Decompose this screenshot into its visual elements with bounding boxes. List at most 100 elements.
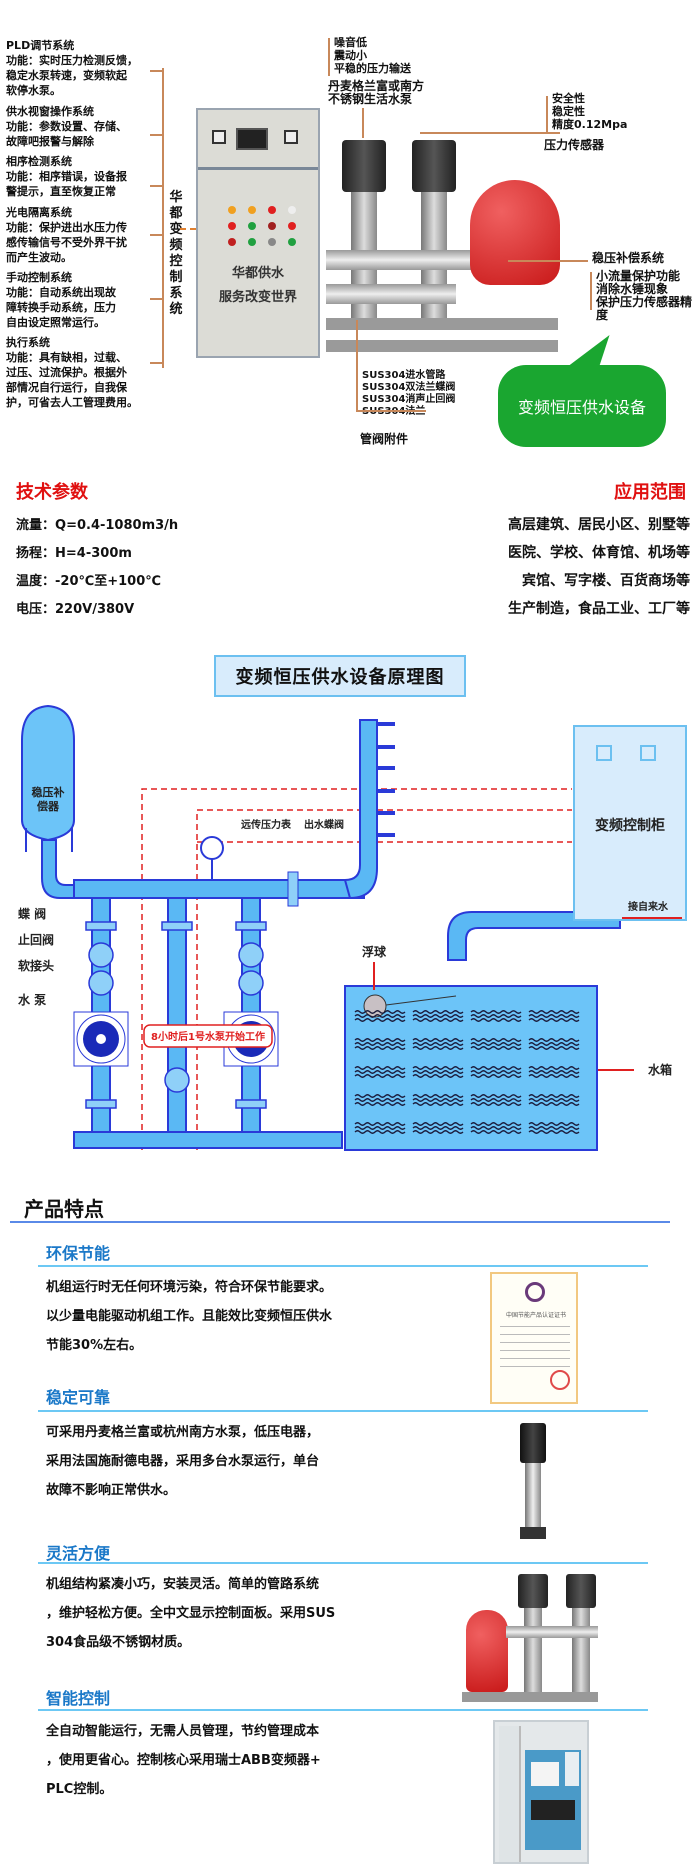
param-head: 扬程：H=4-300m [16,546,132,561]
wave-mark [470,1102,522,1106]
butterfly-valve-icon [235,1099,267,1109]
pump-motor [412,140,456,192]
certificate-image: 中国节能产品认证证书 [490,1272,578,1404]
vertical-pump-image [516,1423,550,1539]
pump-motor [566,1574,596,1608]
cert-row [500,1342,570,1343]
wave-mark [412,1094,464,1098]
wave-mark [354,1046,406,1050]
tank-features: 小流量保护功能 消除水锤现象 保护压力传感器精度 [596,269,693,322]
manifold-pipe [326,284,456,304]
base-frame [326,340,558,352]
indicator-light [228,206,236,214]
butterfly-valve-icon [235,921,267,931]
feature-divider [38,1410,648,1412]
cert-title: 中国节能产品认证证书 [505,1312,566,1319]
cabinet-door [499,1726,521,1862]
wave-mark [470,1074,522,1078]
pump-shaft [572,1608,590,1692]
system-feature-6: 执行系统 功能：具有缺相，过载、 过压、过流保护。根据外 部情况自行运行，自我保… [6,336,138,409]
cert-row [500,1326,570,1327]
wave-mark [470,1066,522,1070]
bracket-tick [150,185,164,187]
wave-mark [412,1070,464,1074]
soft-joint-label: 软接头 [18,958,54,973]
wave-mark [470,1098,522,1102]
butterfly-valve-icon [85,921,117,931]
base-frame [326,318,558,330]
wave-mark [354,1122,406,1126]
cabinet-slogan-2: 服务改变世界 [218,290,297,305]
pump-base [520,1527,546,1539]
pressure-tank [466,1610,508,1692]
wave-mark [528,1126,580,1130]
wave-mark [354,1098,406,1102]
stabilizer-label: 偿器 [37,799,60,813]
cert-row [500,1358,570,1359]
cabinet-window-icon [640,745,656,761]
cert-row [500,1350,570,1351]
indicator-light [248,206,256,214]
pump-motor [342,140,386,192]
cert-stamp-icon [550,1370,570,1390]
faucet-icon [377,766,395,770]
cert-row [500,1334,570,1335]
wave-mark [528,1098,580,1102]
valve-caption: 管阀附件 [360,432,409,446]
annotation-bracket [546,96,548,134]
riser-pipe [343,719,378,900]
outlet-valve-icon [287,871,299,907]
float-arm [385,995,457,1006]
faucets [377,722,395,837]
cert-logo-icon [525,1282,545,1302]
float-ball-label: 浮球 [362,944,387,959]
annotation-line [356,320,358,410]
wave-mark [354,1074,406,1078]
sensor-features: 安全性 稳定性 精度0.12Mpa [552,92,628,131]
application-line: 高层建筑、居民小区、别墅等 [508,517,690,533]
wave-mark [354,1094,406,1098]
butterfly-valve-label: 蝶 阀 [18,906,46,921]
tap-water-label: 接自来水 [628,900,669,913]
wave-mark [412,1066,464,1070]
meter-icon [284,130,298,144]
application-line: 生产制造，食品工业、工厂等 [508,601,690,617]
schematic-diagram: 稳压补 偿器 [18,704,687,1151]
wave-mark [528,1038,580,1042]
wave-mark [412,1074,464,1078]
inlet-pipe [447,911,621,961]
wave-mark [528,1122,580,1126]
soft-joint-icon [164,1067,190,1093]
wave-mark [528,1014,580,1018]
wave-mark [412,1018,464,1022]
feature-title-flexible: 灵活方便 [46,1544,111,1563]
indicator-light [268,238,276,246]
system-feature-1: PLD调节系统 功能：实时压力检测反馈， 稳定水泵转速，变频软起 软停水泵。 [6,39,138,97]
vfd-icon [565,1752,579,1786]
param-flow: 流量：Q=0.4-1080m3/h [16,518,179,533]
diagram-title: 变频恒压供水设备原理图 [214,655,466,697]
indicator-light [228,238,236,246]
wave-mark [470,1014,522,1018]
feature-desc-smart: 全自动智能运行，无需人员管理，节约管理成本 ，使用更省心。控制核心采用瑞士ABB… [46,1724,321,1797]
pump-note-callout [143,1024,273,1048]
sensor-caption: 压力传感器 [544,138,605,152]
feature-title-reliable: 稳定可靠 [46,1388,111,1407]
wave-mark [354,1130,406,1134]
wave-mark [354,1010,406,1014]
feature-title-eco: 环保节能 [46,1244,111,1263]
suction-header-pipe [73,1131,343,1149]
pump-label: 水 泵 [18,992,46,1007]
system-feature-3: 相序检测系统 功能：相序错误，设备报 警提示，直至恢复正常 [6,155,127,198]
bracket-tick [150,362,164,364]
wave-mark [412,1042,464,1046]
wave-mark [528,1102,580,1106]
wave-mark [528,1042,580,1046]
wave-mark [528,1130,580,1134]
wave-mark [528,1018,580,1022]
wave-mark [412,1102,464,1106]
tank-caption: 稳压补偿系统 [592,251,665,265]
wave-mark [354,1126,406,1130]
wave-mark [412,1014,464,1018]
feature-desc-flexible: 机组结构紧凑小巧，安装灵活。简单的管路系统 ，维护轻松方便。全中文显示控制面板。… [46,1577,336,1650]
